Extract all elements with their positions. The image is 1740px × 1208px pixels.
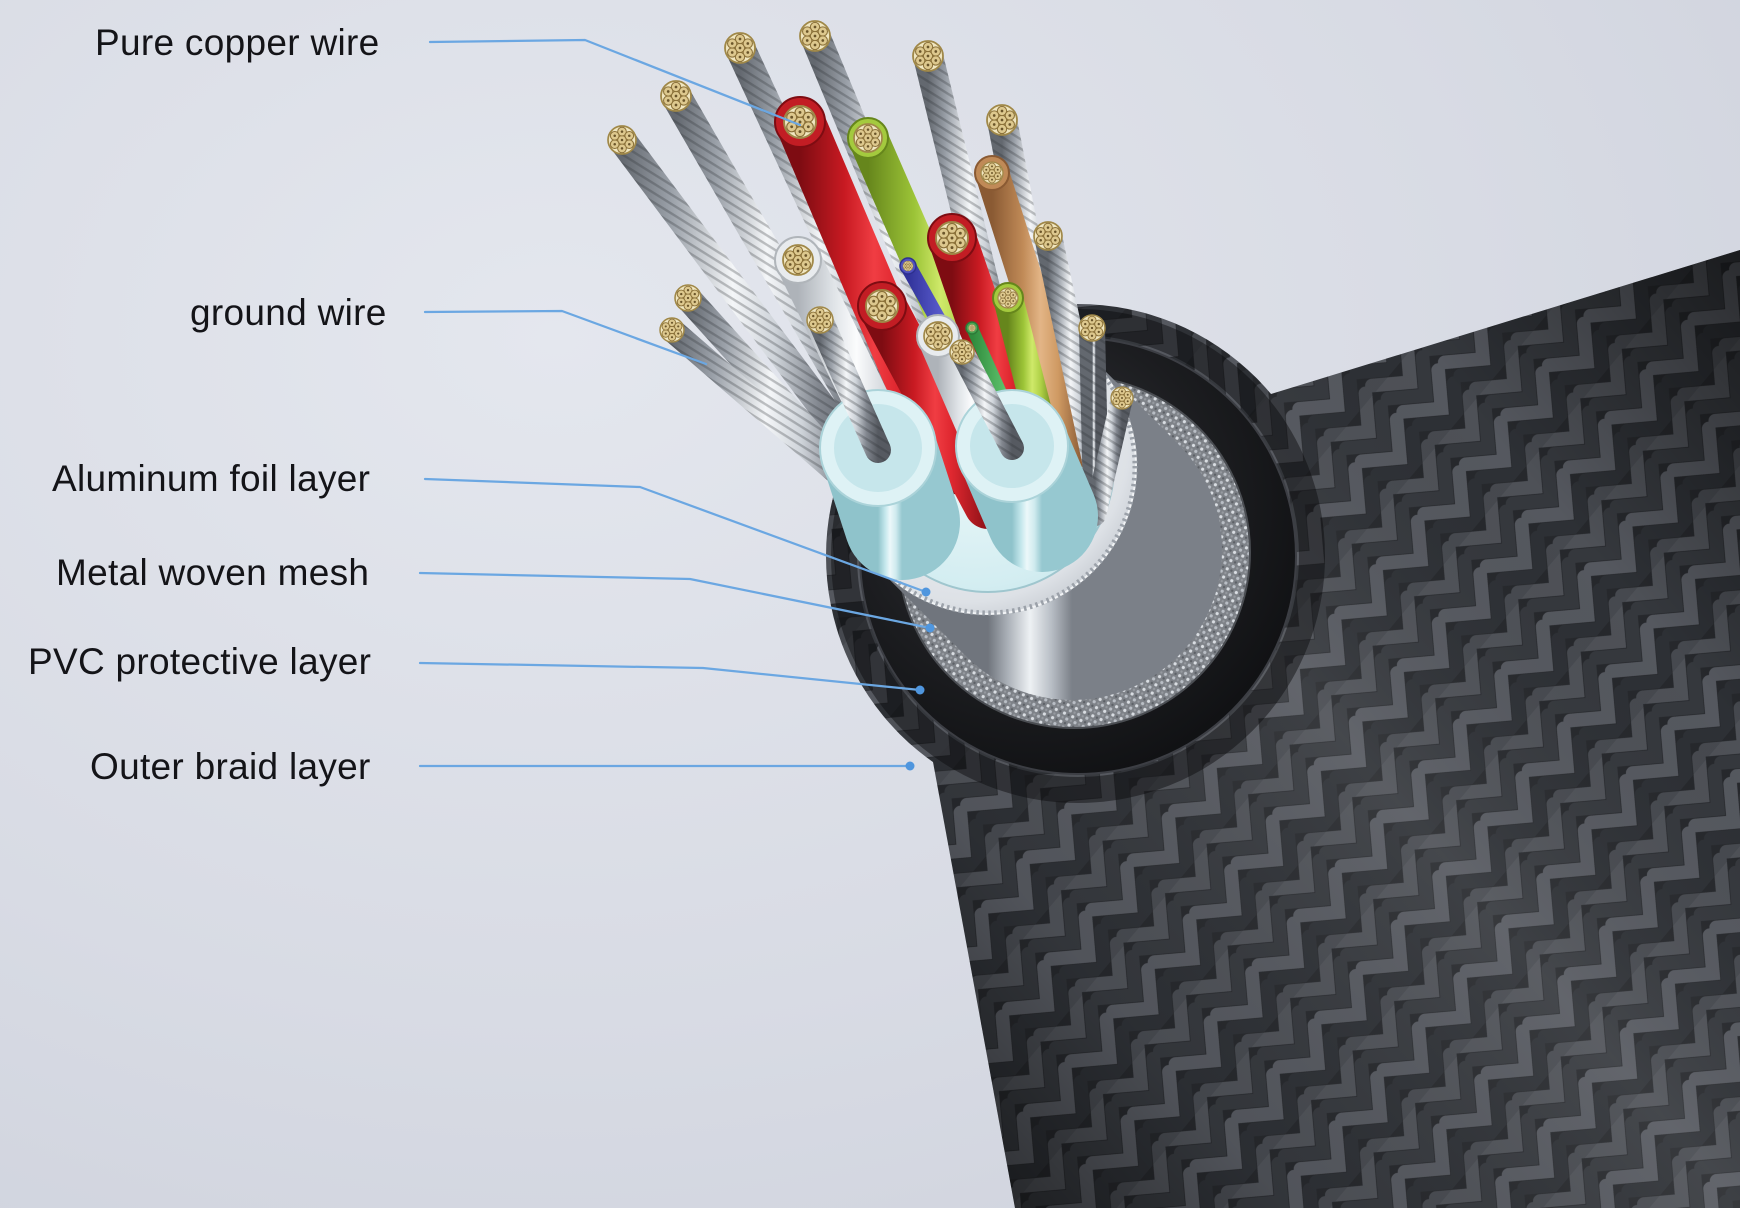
ground-wire [949, 339, 1024, 460]
wire-bundle [607, 20, 1134, 580]
leader-dots [905, 587, 935, 771]
label-pvc-protective-layer: PVC protective layer [28, 641, 372, 682]
ground-wire [607, 125, 882, 482]
label-pure-copper-wire: Pure copper wire [95, 22, 380, 63]
insulated-wire-tan [974, 155, 1097, 467]
leader-line-pure-copper-wire [428, 38, 802, 127]
leader-line-pvc-protective-layer [418, 661, 922, 692]
leader-line-ground-wire [423, 309, 708, 366]
ground-wire [1084, 386, 1134, 526]
label-aluminum-foil-layer: Aluminum foil layer [52, 458, 371, 499]
leader-line-metal-woven-mesh [418, 571, 932, 630]
leader-lines [418, 38, 935, 771]
leader-line-aluminum-foil-layer [423, 477, 928, 594]
ground-wire [806, 306, 891, 463]
label-ground-wire: ground wire [190, 292, 387, 333]
label-metal-woven-mesh: Metal woven mesh [56, 552, 370, 593]
label-outer-braid-layer: Outer braid layer [90, 746, 371, 787]
